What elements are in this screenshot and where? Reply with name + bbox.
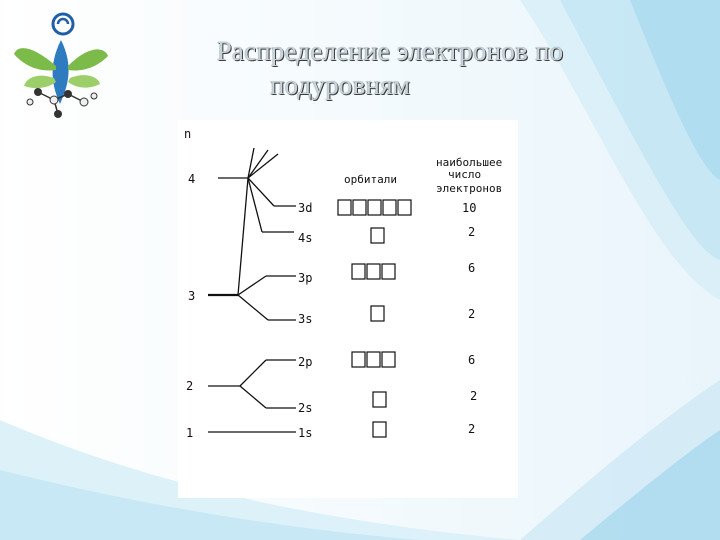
sublevel-label: 3p [298, 271, 312, 285]
max-electrons-header-line-2: число [448, 168, 481, 181]
sublevel-row-2p: 2p 6 [298, 352, 475, 369]
orbital-boxes [338, 200, 411, 215]
orbital-box [398, 200, 411, 215]
orbital-boxes [352, 352, 395, 367]
sublevel-row-3p: 3p 6 [298, 261, 475, 285]
sublevel-row-3s: 3s 2 [298, 306, 475, 326]
orbital-box [371, 228, 384, 243]
orbital-boxes [373, 392, 386, 407]
slide-title: Распределение электронов по подуровням [150, 34, 630, 102]
sublevel-row-4s: 4s 2 [298, 225, 475, 245]
sublevel-label: 1s [298, 426, 312, 440]
sublevel-label: 3s [298, 312, 312, 326]
orbital-box [371, 306, 384, 321]
orbital-box [383, 200, 396, 215]
level-label-2: 2 [186, 379, 193, 393]
sublevel-label: 3d [298, 201, 312, 215]
sublevel-label: 2s [298, 401, 312, 415]
orbital-boxes [371, 306, 384, 321]
orbital-box [373, 392, 386, 407]
orbital-boxes [373, 422, 386, 437]
orbital-box [382, 352, 395, 367]
sublevel-diagram-panel: n орбитали наибольшее число электронов 4… [178, 120, 518, 498]
orbital-boxes [371, 228, 384, 243]
sublevel-row-2s: 2s 2 [298, 389, 477, 415]
orbital-box [382, 264, 395, 279]
max-electrons-value: 2 [470, 389, 477, 403]
max-electrons-header-line-3: электронов [436, 182, 502, 195]
sublevel-row-3d: 3d 10 [298, 200, 476, 215]
orbital-box [352, 264, 365, 279]
energy-level-diagram: n орбитали наибольшее число электронов 4… [178, 120, 518, 498]
max-electrons-value: 6 [468, 261, 475, 275]
max-electrons-value: 10 [462, 201, 476, 215]
level-label-4: 4 [188, 172, 195, 186]
logo [8, 6, 114, 126]
max-electrons-value: 2 [468, 307, 475, 321]
level-3-lines [208, 276, 296, 320]
level-label-3: 3 [188, 289, 195, 303]
orbital-box [353, 200, 366, 215]
level-4-lines [218, 148, 296, 295]
n-axis-label: n [184, 127, 191, 141]
orbital-boxes [352, 264, 395, 279]
orbital-box [373, 422, 386, 437]
title-line-2: подуровням [150, 68, 630, 102]
level-2-lines [208, 360, 296, 408]
orbitals-header: орбитали [344, 173, 397, 186]
sublevel-label: 4s [298, 231, 312, 245]
level-label-1: 1 [186, 426, 193, 440]
orbital-box [352, 352, 365, 367]
orbital-box [368, 200, 381, 215]
max-electrons-value: 6 [468, 353, 475, 367]
max-electrons-value: 2 [468, 422, 475, 436]
title-line-1: Распределение электронов по [217, 36, 564, 66]
max-electrons-value: 2 [468, 225, 475, 239]
orbital-box [367, 352, 380, 367]
sublevel-row-1s: 1s 2 [298, 422, 475, 440]
sublevel-label: 2p [298, 355, 312, 369]
orbital-box [338, 200, 351, 215]
orbital-box [367, 264, 380, 279]
